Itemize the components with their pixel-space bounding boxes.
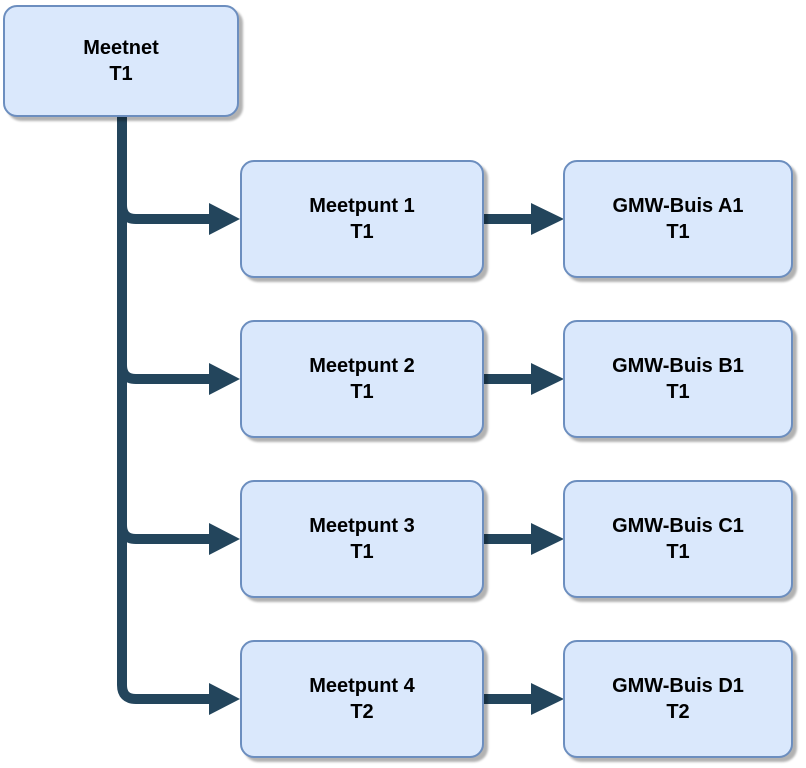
arrowhead-meetpunt-3 [209,523,240,555]
node-title: Meetpunt 4 [309,675,415,697]
node-title: GMW-Buis D1 [612,675,744,697]
node-subtitle: T1 [666,541,690,563]
node-meetpunt-1: Meetpunt 1 T1 [240,160,484,278]
node-subtitle: T1 [109,63,133,85]
edge-meetnet-to-meetpunt-1 [117,114,211,224]
node-gmw-buis-a1: GMW-Buis A1 T1 [563,160,793,278]
node-subtitle: T1 [350,221,374,243]
node-subtitle: T2 [350,701,374,723]
node-meetpunt-3: Meetpunt 3 T1 [240,480,484,598]
node-title: GMW-Buis C1 [612,515,744,537]
arrowhead-gmw-c1 [531,523,564,555]
node-gmw-buis-c1: GMW-Buis C1 T1 [563,480,793,598]
arrowhead-meetpunt-4 [209,683,240,715]
arrowhead-meetpunt-2 [209,363,240,395]
arrowhead-gmw-d1 [531,683,564,715]
arrowhead-meetpunt-1 [209,203,240,235]
arrowhead-gmw-b1 [531,363,564,395]
node-meetnet: Meetnet T1 [3,5,239,117]
node-title: GMW-Buis B1 [612,355,744,377]
node-meetpunt-4: Meetpunt 4 T2 [240,640,484,758]
node-subtitle: T1 [350,541,374,563]
node-meetpunt-2: Meetpunt 2 T1 [240,320,484,438]
node-subtitle: T2 [666,701,690,723]
edge-meetnet-to-meetpunt-2 [117,114,211,384]
edge-meetnet-to-meetpunt-3 [117,114,211,544]
node-title: Meetpunt 3 [309,515,415,537]
node-subtitle: T1 [666,381,690,403]
edge-meetnet-to-meetpunt-4 [117,114,211,704]
node-subtitle: T1 [666,221,690,243]
node-subtitle: T1 [350,381,374,403]
node-title: Meetpunt 1 [309,195,415,217]
node-gmw-buis-b1: GMW-Buis B1 T1 [563,320,793,438]
node-title: Meetnet [83,37,159,59]
node-gmw-buis-d1: GMW-Buis D1 T2 [563,640,793,758]
node-title: GMW-Buis A1 [612,195,744,217]
arrowhead-gmw-a1 [531,203,564,235]
node-title: Meetpunt 2 [309,355,415,377]
